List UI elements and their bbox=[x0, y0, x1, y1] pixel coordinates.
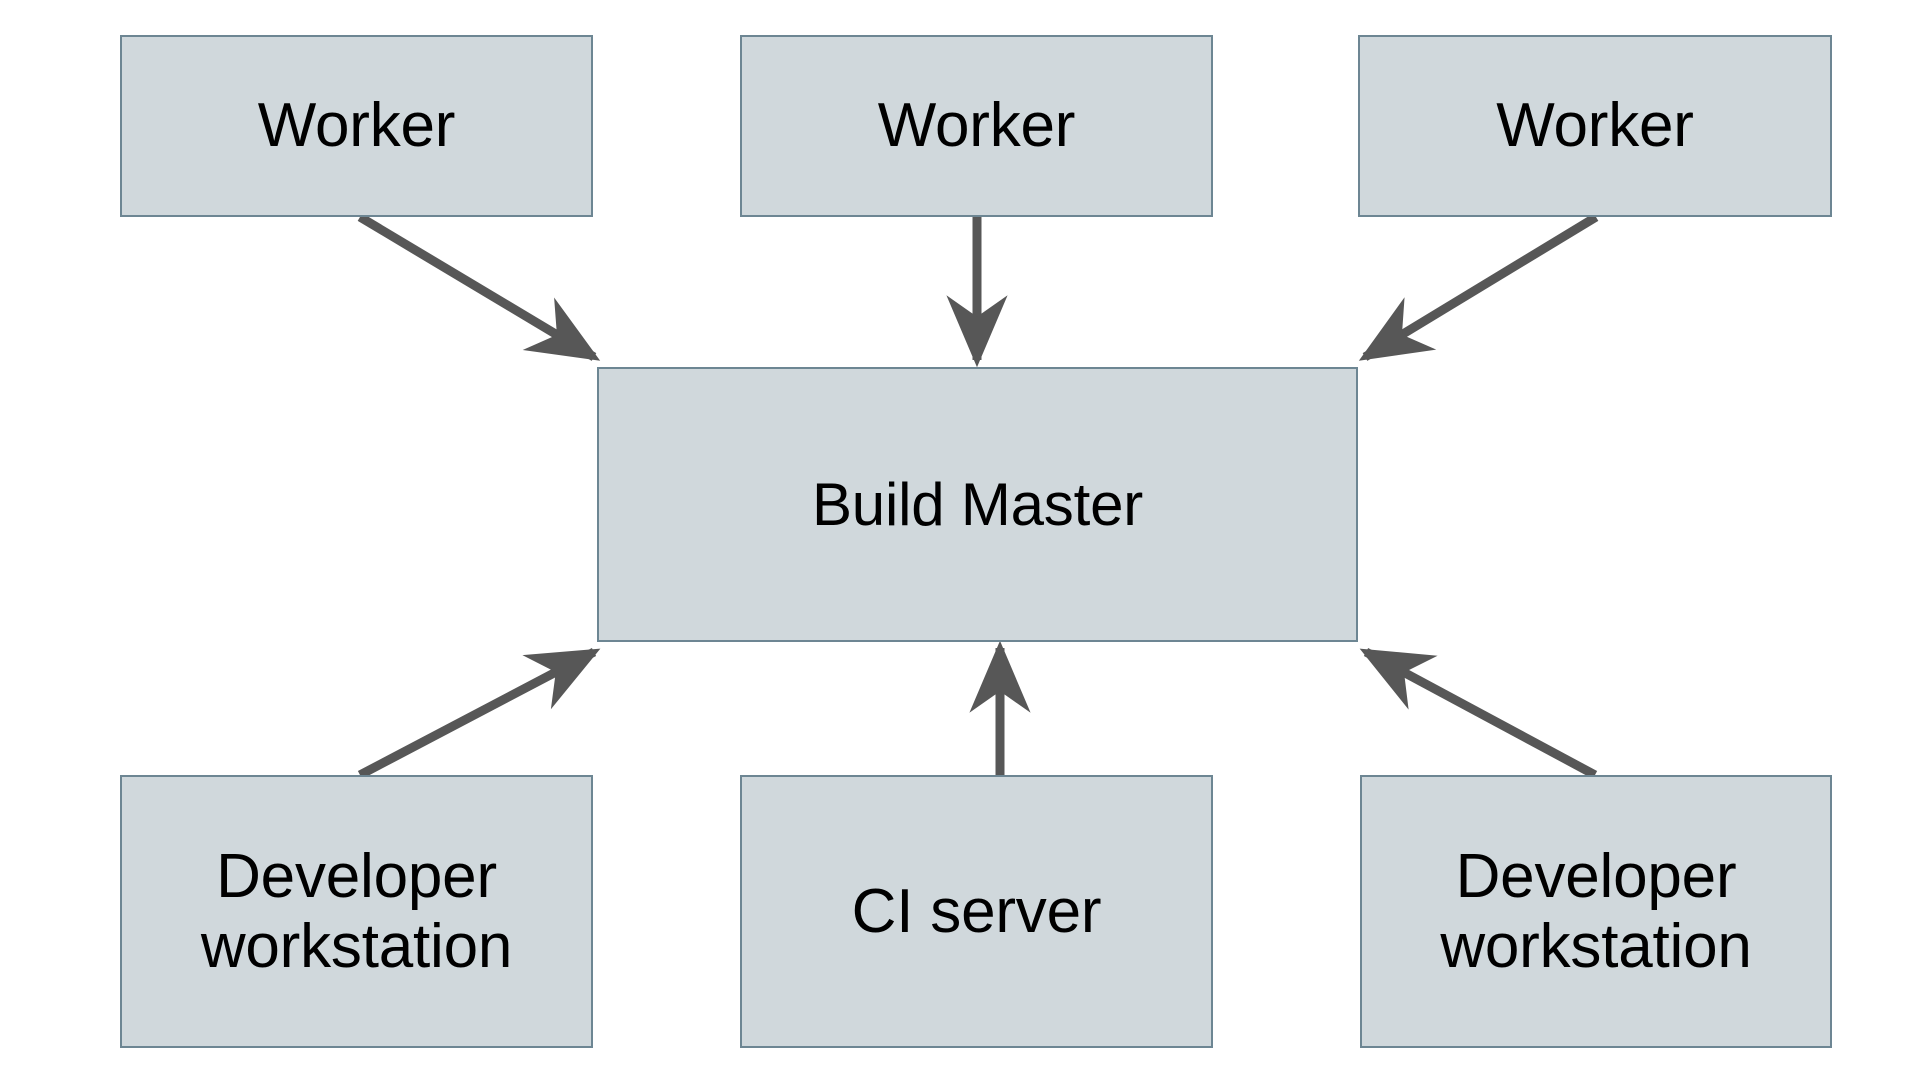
edge-worker-1-to-build-master bbox=[357, 213, 601, 361]
node-worker-top-left[interactable]: Worker bbox=[120, 35, 593, 217]
node-worker-top-right[interactable]: Worker bbox=[1358, 35, 1832, 217]
node-worker-top-center[interactable]: Worker bbox=[740, 35, 1213, 217]
edge-dev-ws-right-to-build-master bbox=[1359, 648, 1598, 779]
node-label: Worker bbox=[1496, 91, 1694, 161]
node-label: CI server bbox=[851, 876, 1102, 946]
node-label: Developer workstation bbox=[200, 842, 513, 981]
node-label: Developer workstation bbox=[1440, 842, 1752, 981]
edge-dev-ws-left-to-build-master bbox=[357, 648, 601, 779]
node-label: Worker bbox=[877, 91, 1076, 161]
node-label: Build Master bbox=[811, 470, 1144, 538]
node-developer-workstation-right[interactable]: Developer workstation bbox=[1360, 775, 1832, 1048]
node-label: Worker bbox=[257, 91, 456, 161]
node-developer-workstation-left[interactable]: Developer workstation bbox=[120, 775, 593, 1048]
node-build-master[interactable]: Build Master bbox=[597, 367, 1358, 642]
node-ci-server[interactable]: CI server bbox=[740, 775, 1213, 1048]
edge-worker-3-to-build-master bbox=[1358, 213, 1599, 361]
